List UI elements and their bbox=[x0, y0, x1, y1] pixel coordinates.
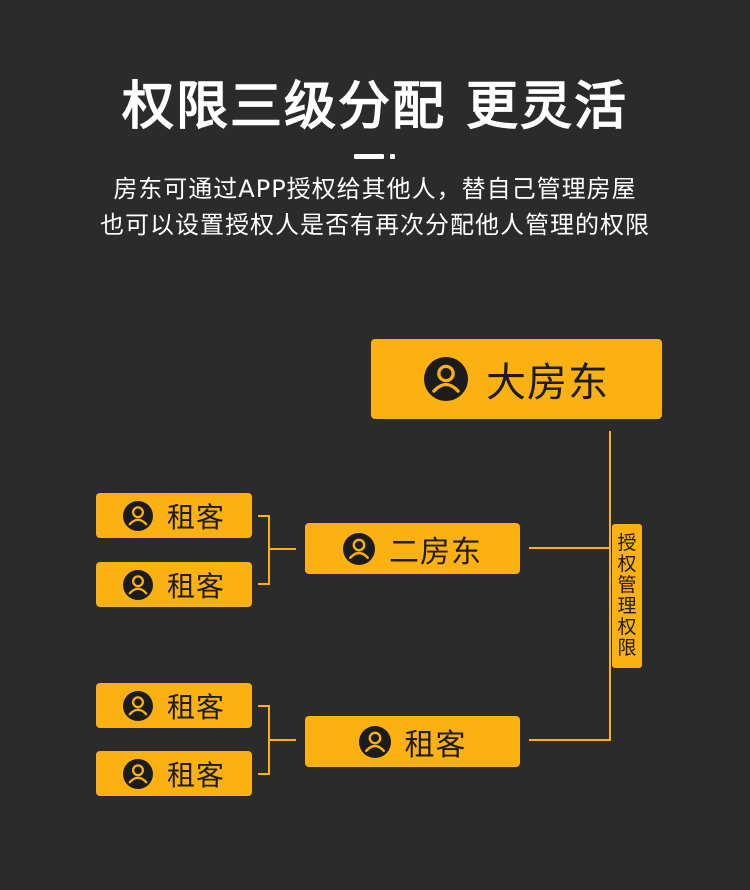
person-icon bbox=[122, 690, 153, 721]
node-tenant: 租客 bbox=[96, 562, 252, 607]
description-line-2: 也可以设置授权人是否有再次分配他人管理的权限 bbox=[100, 211, 650, 239]
bracket-group1-bottom bbox=[258, 583, 270, 585]
auth-char: 限 bbox=[617, 637, 637, 659]
person-icon bbox=[424, 357, 468, 401]
auth-permission-label: 授 权 管 理 权 限 bbox=[612, 524, 642, 668]
bracket-group2-link bbox=[270, 739, 296, 741]
divider-dot bbox=[390, 154, 395, 159]
node-label: 二房东 bbox=[389, 534, 482, 570]
bracket-group2-top bbox=[258, 705, 270, 707]
person-icon bbox=[122, 758, 153, 789]
node-sublandlord: 二房东 bbox=[305, 523, 520, 574]
connector-to-er bbox=[529, 547, 611, 549]
bracket-group1-vertical bbox=[268, 515, 270, 585]
node-label: 租客 bbox=[166, 500, 225, 534]
connector-to-zuke bbox=[529, 739, 611, 741]
person-icon bbox=[122, 500, 153, 531]
node-label: 租客 bbox=[166, 569, 225, 603]
node-big-landlord: 大房东 bbox=[371, 339, 662, 419]
connector-root-vertical bbox=[609, 431, 611, 741]
node-label: 租客 bbox=[166, 758, 225, 792]
person-icon bbox=[122, 569, 153, 600]
auth-char: 权 bbox=[617, 553, 637, 575]
auth-char: 授 bbox=[617, 532, 637, 554]
node-label: 租客 bbox=[166, 690, 225, 724]
bracket-group1-link bbox=[270, 548, 296, 550]
bracket-group2-vertical bbox=[268, 705, 270, 775]
node-tenant-level2: 租客 bbox=[305, 716, 520, 767]
auth-char: 管 bbox=[617, 574, 637, 596]
page-title: 权限三级分配 更灵活 bbox=[121, 77, 629, 137]
description-line-1: 房东可通过APP授权给其他人，替自己管理房屋 bbox=[113, 175, 637, 203]
person-icon bbox=[358, 725, 391, 758]
node-tenant: 租客 bbox=[96, 493, 252, 538]
node-tenant: 租客 bbox=[96, 683, 252, 728]
node-label: 租客 bbox=[404, 727, 467, 763]
auth-char: 理 bbox=[617, 595, 637, 617]
node-label: 大房东 bbox=[486, 360, 609, 406]
title-divider bbox=[354, 154, 398, 160]
bracket-group1-top bbox=[258, 515, 270, 517]
node-tenant: 租客 bbox=[96, 751, 252, 796]
person-icon bbox=[343, 532, 375, 565]
bracket-group2-bottom bbox=[258, 773, 270, 775]
divider-dash bbox=[354, 154, 384, 159]
auth-char: 权 bbox=[617, 616, 637, 638]
